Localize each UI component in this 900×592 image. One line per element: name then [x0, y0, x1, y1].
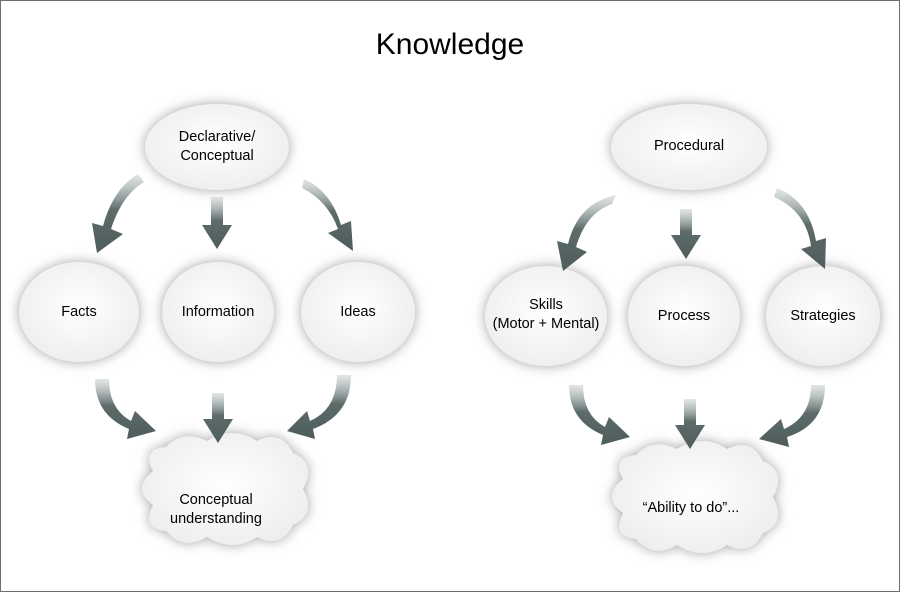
arrow-facts-to-understanding — [95, 379, 156, 439]
arrow-declarative-to-ideas — [302, 179, 353, 251]
declarative-root-node — [145, 104, 289, 190]
process-node — [628, 266, 740, 366]
facts-label: Facts — [29, 297, 129, 327]
facts-node — [19, 262, 139, 362]
conceptual-understanding-label: Conceptual understanding — [153, 487, 279, 533]
declarative-root-line-1: Declarative/ — [178, 129, 256, 145]
process-label: Process — [634, 301, 734, 331]
strategies-node — [766, 266, 880, 366]
process-text: Process — [657, 307, 711, 324]
arrow-procedural-to-skills — [557, 195, 616, 271]
ideas-label: Ideas — [308, 297, 408, 327]
conceptual-understanding-cloud — [142, 433, 309, 545]
declarative-root-line-2: Conceptual — [180, 148, 254, 164]
arrow-procedural-to-process — [671, 209, 701, 259]
strategies-label: Strategies — [773, 301, 873, 331]
understanding-line-1: Conceptual — [179, 492, 253, 508]
information-node — [162, 262, 274, 362]
skills-line-1: Skills — [529, 297, 563, 313]
arrow-information-to-understanding — [203, 393, 233, 443]
procedural-root-label: Procedural — [619, 131, 759, 161]
arrow-skills-to-ability — [569, 385, 630, 445]
arrow-ideas-to-understanding — [287, 375, 351, 439]
skills-node — [485, 266, 607, 366]
information-label: Information — [165, 297, 271, 327]
arrow-declarative-to-information — [202, 197, 232, 249]
ability-to-do-cloud — [612, 441, 779, 553]
diagram-title: Knowledge — [375, 28, 525, 61]
arrow-strategies-to-ability — [759, 385, 825, 447]
arrow-process-to-ability — [675, 399, 705, 449]
ideas-text: Ideas — [340, 303, 376, 320]
understanding-line-2: understanding — [170, 511, 262, 527]
ability-text: “Ability to do”... — [642, 499, 740, 516]
skills-line-2: (Motor + Mental) — [492, 316, 600, 332]
skills-label: Skills (Motor + Mental) — [479, 291, 613, 339]
strategies-text: Strategies — [790, 307, 856, 324]
ideas-node — [301, 262, 415, 362]
arrow-procedural-to-strategies — [774, 188, 826, 269]
arrow-declarative-to-facts — [92, 174, 144, 253]
ability-to-do-label: “Ability to do”... — [623, 493, 759, 523]
facts-text: Facts — [61, 303, 97, 320]
procedural-root-node — [611, 104, 767, 190]
declarative-root-label: Declarative/ Conceptual — [147, 119, 287, 175]
information-text: Information — [181, 303, 255, 320]
procedural-text: Procedural — [653, 137, 725, 154]
